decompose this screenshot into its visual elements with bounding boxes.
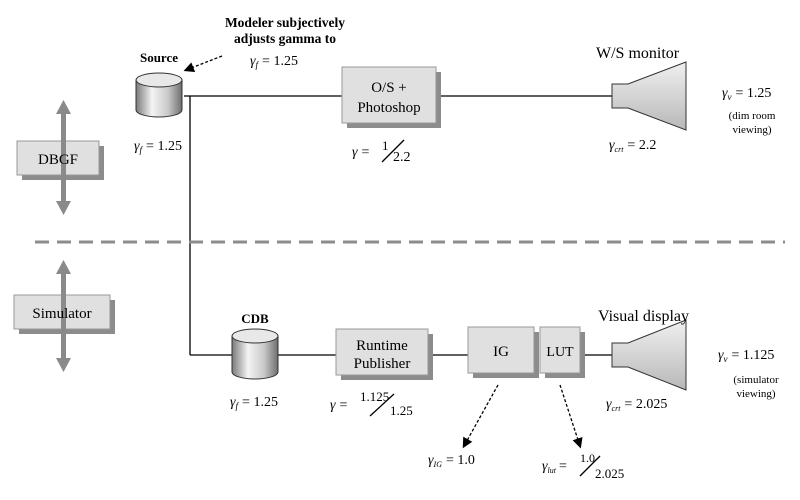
simulator-label: Simulator xyxy=(32,306,91,322)
publisher-fraction-slash xyxy=(369,393,395,417)
publisher-gamma-num: 1.125 xyxy=(360,389,389,404)
dbgf-up-down-arrow xyxy=(56,100,71,215)
source-database-icon xyxy=(135,72,183,118)
ig-gamma: γIG= 1.0 xyxy=(428,453,475,469)
cdb-database-icon xyxy=(231,328,279,380)
publisher-line2: Publisher xyxy=(354,356,411,372)
lut-gamma-arrow xyxy=(559,384,583,449)
visual-display-gamma: γcrt= 2.025 xyxy=(606,397,667,413)
simulator-box xyxy=(13,294,115,334)
ws-monitor-gamma: γcrt= 2.2 xyxy=(609,138,656,154)
annotation-arrows xyxy=(183,55,583,449)
ig-box xyxy=(467,326,539,378)
lut-label: LUT xyxy=(546,345,574,360)
source-gamma: γf= 1.25 xyxy=(134,139,182,155)
viewing-top-note2: viewing) xyxy=(732,124,771,136)
publisher-gamma: γ= xyxy=(330,398,348,413)
viewing-bottom-note2: viewing) xyxy=(736,388,775,400)
publisher-gamma-den: 1.25 xyxy=(390,403,413,418)
publisher-line1: Runtime xyxy=(356,338,408,354)
photoshop-line2: Photoshop xyxy=(357,100,420,116)
lut-gamma-num: 1.0 xyxy=(580,451,595,465)
photoshop-line1: O/S + xyxy=(371,80,407,96)
ws-monitor-icon xyxy=(611,61,687,131)
simulator-up-down-arrow xyxy=(56,260,71,372)
annotation-line2: adjusts gamma to xyxy=(234,31,336,46)
viewing-bottom-gamma: γv= 1.125 xyxy=(718,348,774,364)
ws-monitor-label: W/S monitor xyxy=(596,45,680,62)
viewing-top-gamma: γv= 1.25 xyxy=(722,86,771,102)
viewing-bottom-note1: (simulator xyxy=(733,374,779,386)
connector-lines xyxy=(184,95,612,356)
visual-display-icon xyxy=(611,319,687,391)
annotation-line1: Modeler subjectively xyxy=(225,15,345,30)
annotation-to-source-arrow xyxy=(183,55,223,73)
cdb-gamma: γf= 1.25 xyxy=(230,395,278,411)
cdb-label: CDB xyxy=(241,311,269,326)
lut-gamma-den: 2.025 xyxy=(595,466,624,481)
dbgf-label: DBGF xyxy=(38,152,78,168)
lut-gamma: γlut= xyxy=(542,459,567,475)
photoshop-gamma-den: 2.2 xyxy=(393,150,411,165)
photoshop-box xyxy=(341,66,441,128)
photoshop-gamma: γ= xyxy=(352,145,370,160)
source-label: Source xyxy=(140,50,178,65)
viewing-top-note1: (dim room xyxy=(729,110,776,122)
ig-label: IG xyxy=(493,344,509,360)
photoshop-fraction-slash xyxy=(381,139,405,163)
publisher-box xyxy=(335,328,433,380)
visual-display-label: Visual display xyxy=(598,308,689,325)
photoshop-gamma-num: 1 xyxy=(382,138,389,153)
ig-gamma-arrow xyxy=(462,384,499,449)
annotation-gamma: γf= 1.25 xyxy=(250,54,298,70)
lut-box xyxy=(539,326,585,378)
lut-fraction-slash xyxy=(579,455,601,477)
